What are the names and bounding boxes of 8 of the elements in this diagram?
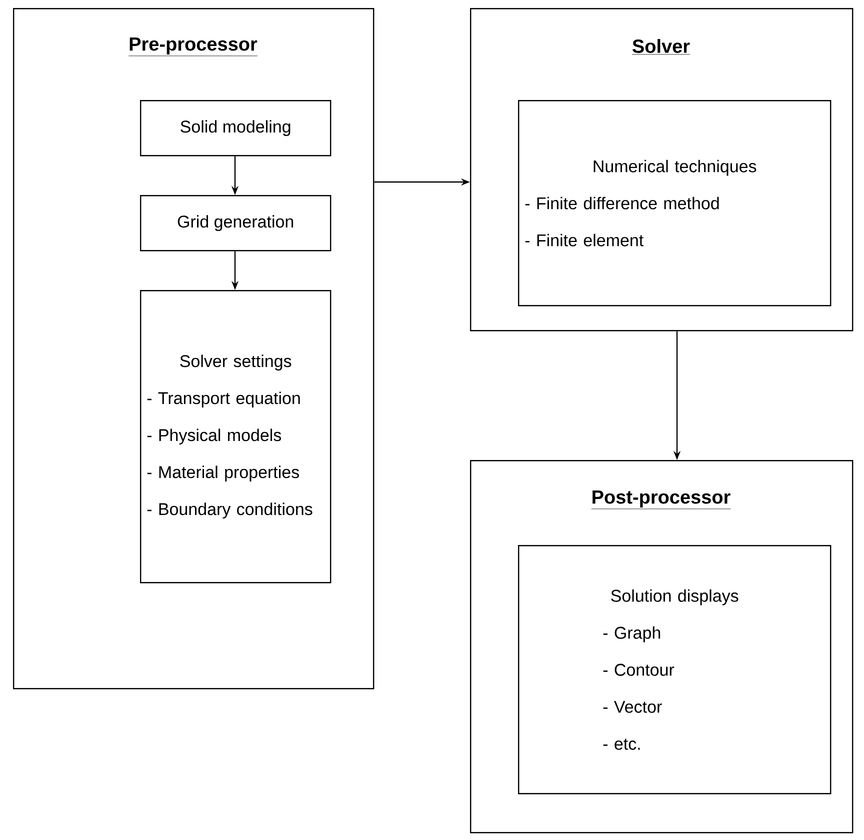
process-box: Numerical techniques - Finite difference method - Finite element	[518, 100, 832, 306]
panel-heading: Pre-processor	[128, 38, 258, 56]
process-box: Grid generation	[140, 195, 332, 252]
panel-heading: Post-processor	[591, 490, 731, 510]
process-box: Solution displays - Graph - Contour - Vector - etc.	[518, 545, 832, 794]
panel-heading: Solver	[632, 39, 690, 55]
process-box: Solid modeling	[140, 100, 332, 156]
process-box: Solver settings - Transport equation - Physical models - Material properties - Boundary conditions	[140, 290, 332, 584]
